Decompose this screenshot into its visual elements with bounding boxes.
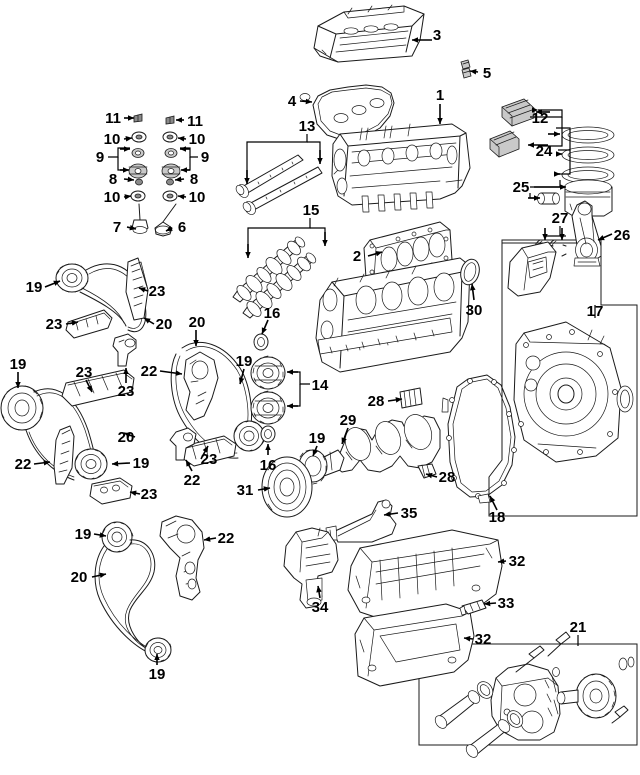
callout-29: 29: [340, 412, 357, 429]
callout-32b: 32: [475, 631, 492, 648]
part-camshaft-plug-b: [260, 425, 276, 443]
callout-20d: 20: [71, 569, 88, 586]
callout-10b: 10: [189, 131, 206, 148]
callout-33: 33: [498, 595, 515, 612]
part-valve-train-right: [154, 115, 181, 237]
callout-19c: 19: [236, 353, 253, 370]
callout-23f: 23: [201, 451, 218, 468]
callout-14: 14: [312, 377, 329, 394]
callout-19a: 19: [26, 279, 43, 296]
callout-10a: 10: [104, 131, 121, 148]
callout-4: 4: [288, 93, 297, 110]
part-oil-pan-upper: [347, 529, 503, 623]
part-timing-set-center: [169, 342, 266, 467]
callout-11b: 11: [187, 113, 203, 130]
part-timing-set-mid-left: [0, 369, 135, 505]
part-camshaft-plug-a: [253, 333, 269, 351]
callout-19b: 19: [10, 356, 27, 373]
callout-8b: 8: [190, 171, 198, 188]
callout-23c: 23: [76, 364, 93, 381]
callout-2: 2: [353, 248, 361, 265]
callout-22a: 22: [141, 363, 158, 380]
part-camshaft-a: [232, 236, 306, 303]
part-crankshaft-pulley: [261, 456, 313, 518]
part-timing-set-bottom-left: [94, 515, 205, 663]
callout-30: 30: [466, 302, 483, 319]
callout-31: 31: [237, 482, 254, 499]
part-engine-block: [315, 257, 471, 373]
callout-19g: 19: [149, 666, 166, 683]
callout-6: 6: [178, 219, 186, 236]
part-crankshaft-rear-seal: [460, 258, 480, 286]
part-oil-pan-lower: [354, 603, 475, 687]
callout-23d: 23: [118, 383, 135, 400]
part-camshaft-b: [242, 252, 317, 319]
callout-25: 25: [513, 179, 530, 196]
callout-27: 27: [552, 210, 569, 227]
callout-16a: 16: [264, 305, 281, 322]
part-rear-housing-gasket: [441, 374, 517, 504]
part-rocker-arm-shaft: [235, 154, 323, 215]
part-cylinder-head-cover: [313, 4, 425, 63]
part-piston-pin: [537, 192, 560, 205]
part-cylinder-head: [331, 123, 471, 213]
callout-23e: 23: [141, 486, 158, 503]
callout-10d: 10: [189, 189, 206, 206]
callout-1: 1: [436, 87, 444, 104]
callout-13: 13: [299, 118, 316, 135]
callout-22c: 22: [184, 472, 201, 489]
part-oil-pan-drain-plug: [459, 599, 487, 616]
part-spark-plug-tube-seal: [460, 59, 472, 79]
callout-9a: 9: [96, 149, 104, 166]
callout-19d: 19: [133, 455, 150, 472]
callout-22b: 22: [15, 456, 32, 473]
callout-23b: 23: [46, 316, 63, 333]
callout-21: 21: [570, 619, 587, 636]
callout-32a: 32: [509, 553, 526, 570]
callout-34: 34: [312, 599, 329, 616]
part-rear-housing: [507, 241, 634, 463]
part-crankshaft: [300, 414, 441, 477]
callout-9b: 9: [201, 149, 209, 166]
callout-numbers: 3 5 4 1 12 13 24 11 11 10 10 9 9 8 8 10 …: [10, 27, 631, 683]
part-head-bolt-set: [489, 98, 535, 158]
callout-28b: 28: [439, 469, 456, 486]
callout-24: 24: [536, 143, 553, 160]
callout-22d: 22: [218, 530, 235, 547]
part-main-bearing-a: [399, 387, 423, 409]
callout-17: 17: [587, 303, 604, 320]
callout-28a: 28: [368, 393, 385, 410]
leader-lines: [15, 37, 613, 665]
part-oil-pump-assembly: [434, 631, 635, 758]
callout-26: 26: [614, 227, 631, 244]
callout-12: 12: [532, 110, 549, 127]
callout-15: 15: [303, 202, 320, 219]
part-camshaft-adjuster-b: [250, 390, 286, 425]
part-oil-pump-pickup: [283, 527, 339, 609]
callout-16b: 16: [260, 457, 277, 474]
callout-3: 3: [433, 27, 441, 44]
callout-5: 5: [483, 65, 491, 82]
callout-8a: 8: [109, 171, 117, 188]
part-valve-cover-gasket: [299, 84, 395, 141]
callout-19f: 19: [75, 526, 92, 543]
part-connecting-rod: [571, 200, 602, 267]
callout-10c: 10: [104, 189, 121, 206]
part-camshaft-adjuster-a: [250, 355, 286, 390]
callout-7: 7: [113, 219, 121, 236]
callout-20c: 20: [118, 429, 135, 446]
callout-11a: 11: [105, 110, 121, 127]
callout-20a: 20: [156, 316, 173, 333]
callout-20b: 20: [189, 314, 206, 331]
callout-23a: 23: [149, 283, 166, 300]
callout-18: 18: [489, 509, 506, 526]
callout-19e: 19: [309, 430, 326, 447]
part-timing-set-upper-left: [55, 257, 149, 367]
callout-35: 35: [401, 505, 418, 522]
